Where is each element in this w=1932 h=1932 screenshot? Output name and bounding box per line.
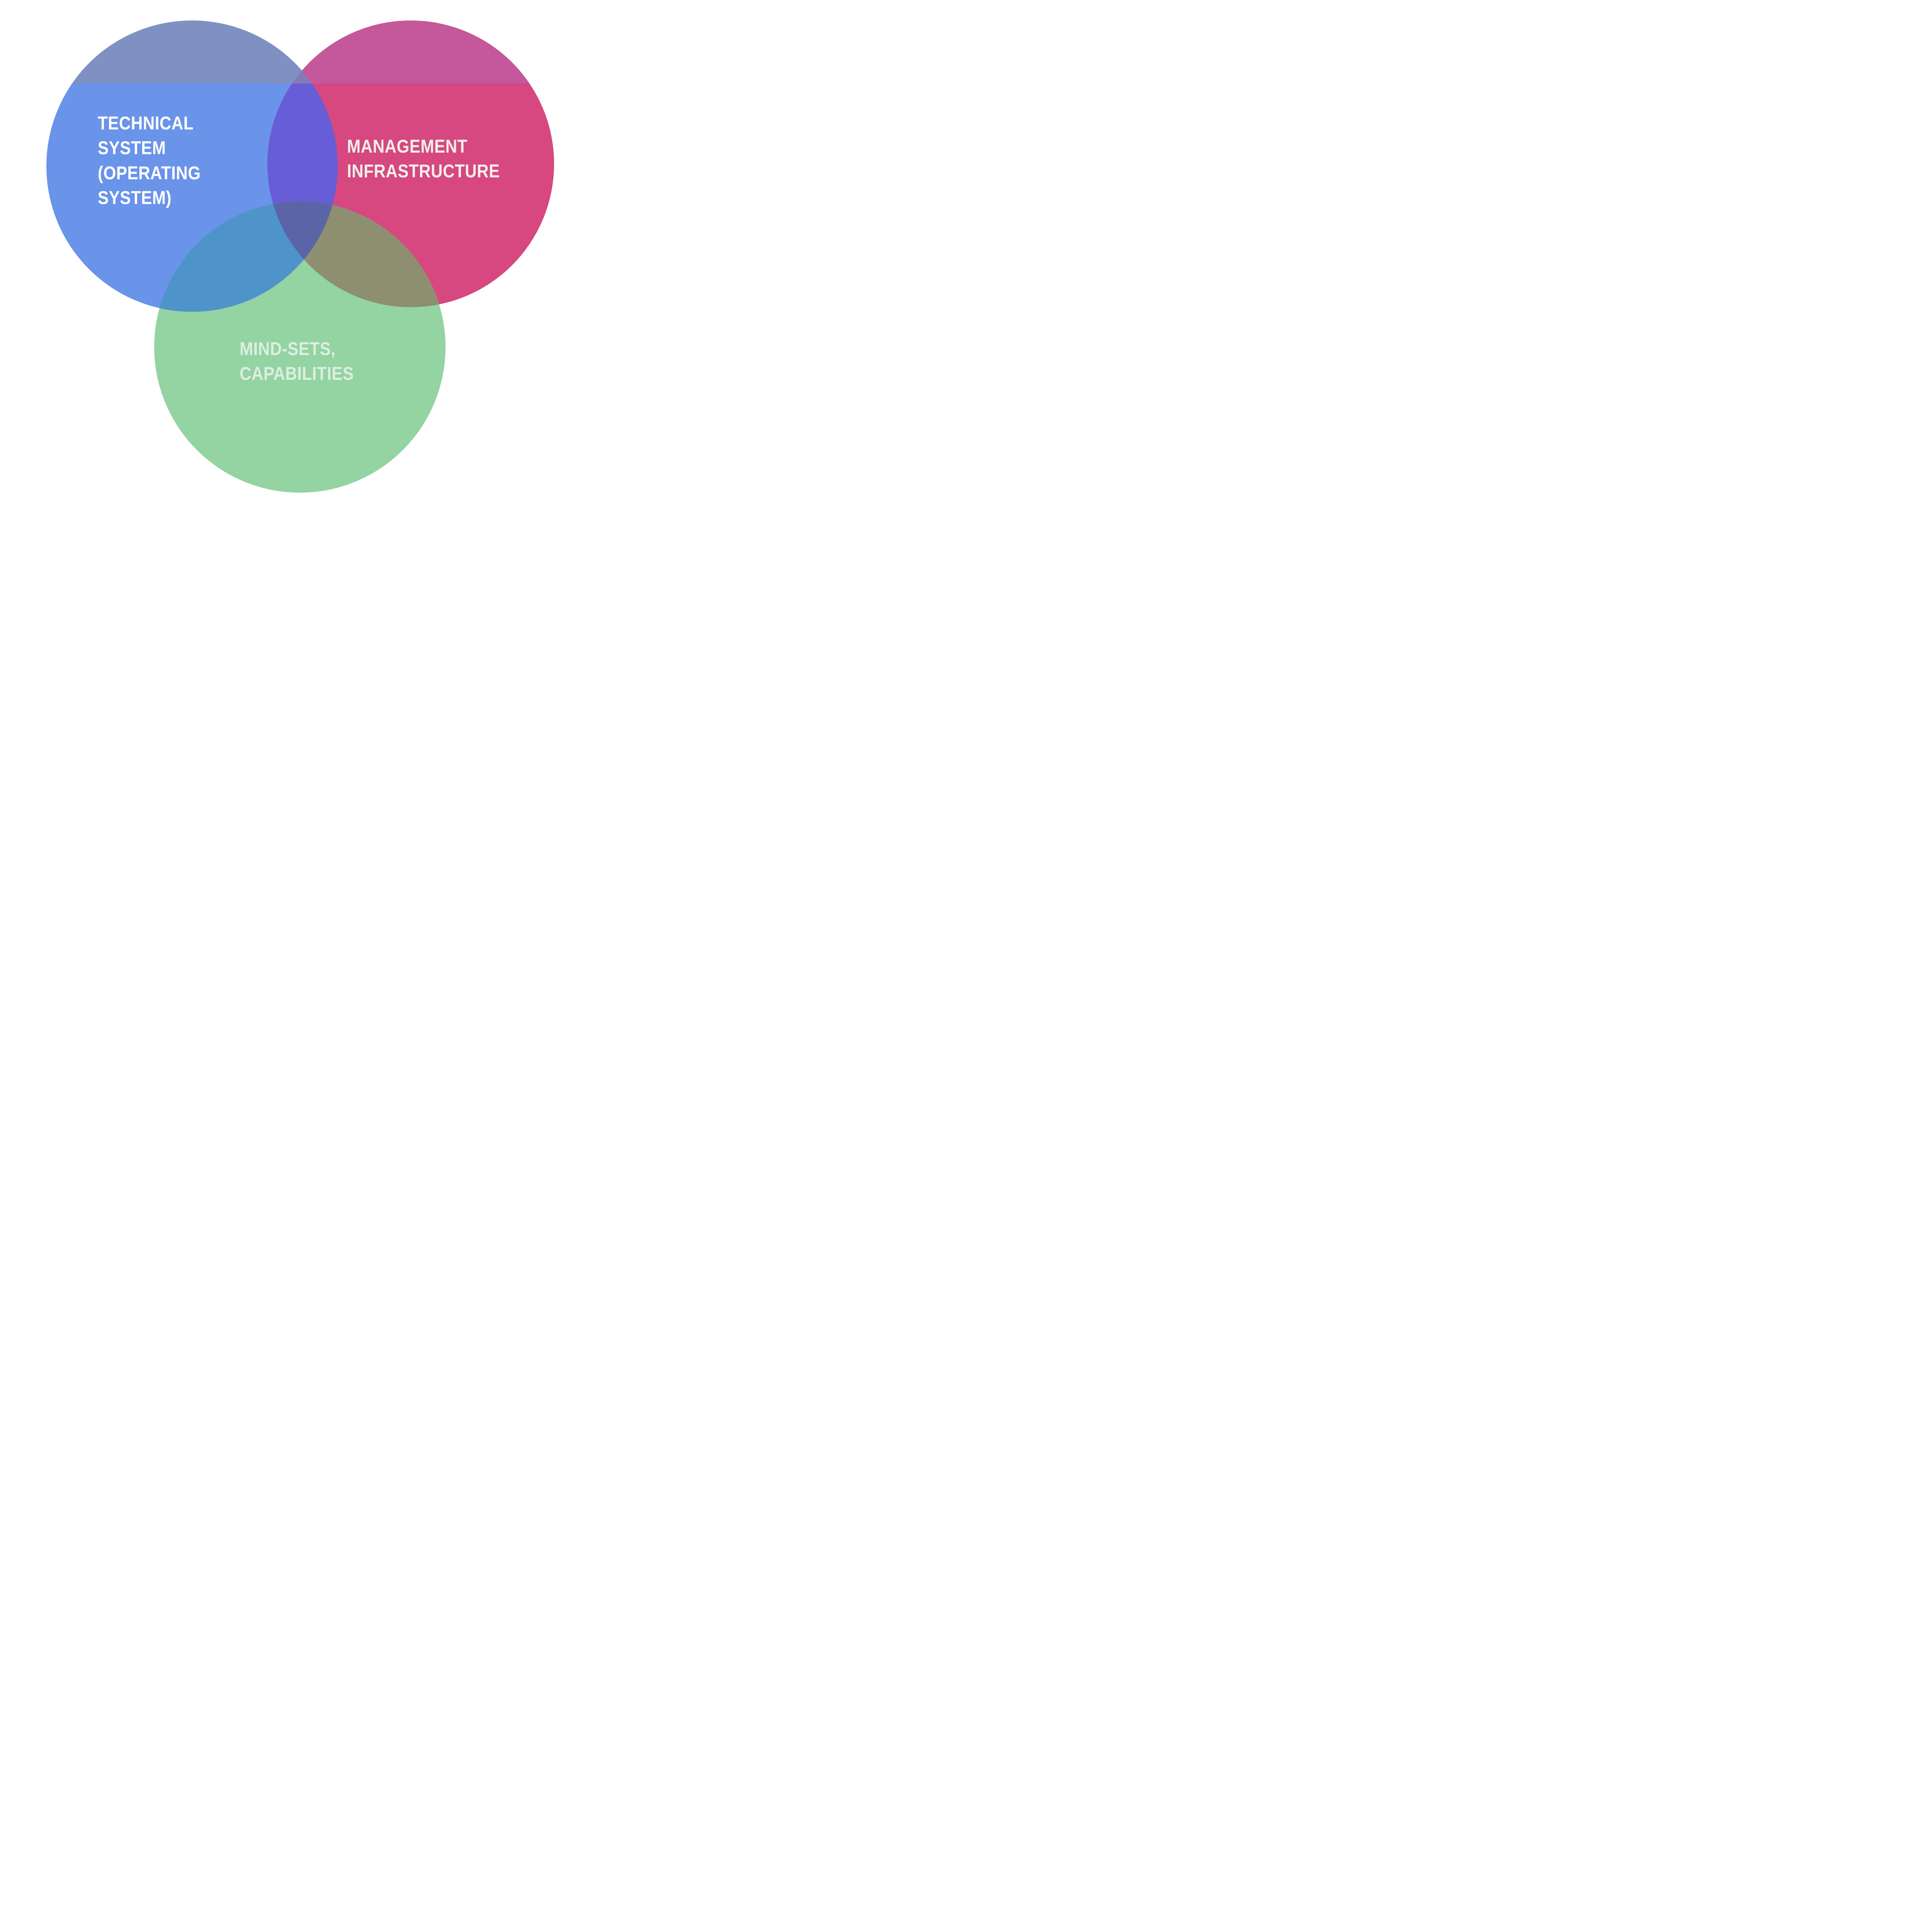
overlap-technical-mindsets [154,201,338,312]
label-technical-system: TECHNICAL SYSTEM (OPERATING SYSTEM) [98,111,201,211]
overlap-management-mindsets [267,201,446,307]
label-line: SYSTEM [98,138,166,159]
band-circle-technical [72,20,312,83]
label-line: INFRASTRUCTURE [347,161,500,182]
label-mindsets-capabilities: MIND-SETS, CAPABILITIES [240,337,354,387]
band-circle-management [292,20,530,83]
label-line: MANAGEMENT [347,136,468,157]
label-line: TECHNICAL [98,113,194,134]
label-line: (OPERATING [98,163,201,184]
label-line: MIND-SETS, [240,339,336,359]
top-desaturated-band [72,20,530,83]
label-line: SYSTEM) [98,187,172,208]
label-management-infrastructure: MANAGEMENT INFRASTRUCTURE [347,134,500,184]
venn-diagram: TECHNICAL SYSTEM (OPERATING SYSTEM) MANA… [0,0,600,493]
venn-circles-graphic [46,20,554,493]
label-line: CAPABILITIES [240,364,354,384]
